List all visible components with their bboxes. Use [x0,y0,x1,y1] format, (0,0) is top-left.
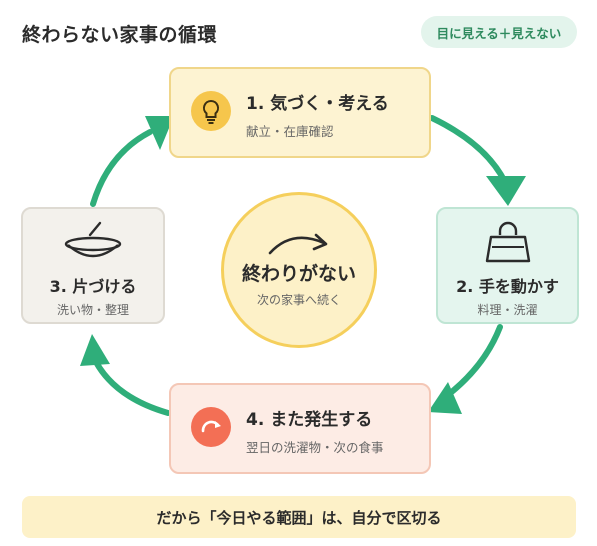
shopping-bag-icon [482,221,534,265]
arrowhead-3 [80,334,110,366]
arrow-1-to-2 [429,115,508,185]
step-2-card: 2. 手を動かす 料理・洗濯 [436,207,579,324]
step-1-label: 1. 気づく・考える [246,94,389,114]
step-1-card: 1. 気づく・考える 献立・在庫確認 [169,67,431,158]
arrowhead-4 [145,116,174,150]
step-4-label: 4. また発生する [246,410,373,430]
arrowhead-1 [486,176,526,206]
center-circle: 終わりがない 次の家事へ続く [221,192,377,348]
step-4-card: 4. また発生する 翌日の洗濯物・次の食事 [169,383,431,474]
footer-banner: だから「今日やる範囲」は、自分で区切る [22,496,576,538]
arrow-3-to-1 [90,129,153,207]
arrow-4-to-3 [93,359,171,416]
step-1-sub: 献立・在庫確認 [246,124,334,139]
step-2-sub: 料理・洗濯 [477,303,538,317]
lightbulb-icon [191,91,231,131]
step-4-sub: 翌日の洗濯物・次の食事 [246,440,384,455]
step-3-card: 3. 片づける 洗い物・整理 [21,207,165,324]
step-2-label: 2. 手を動かす [456,277,559,296]
center-label: 終わりがない [241,263,356,285]
page-title: 終わらない家事の循環 [22,24,218,46]
center-sub: 次の家事へ続く [256,293,341,307]
visibility-tag: 目に見える＋見えない [421,16,577,48]
step-3-sub: 洗い物・整理 [56,303,129,317]
arrowhead-2 [428,382,462,414]
refresh-icon [191,407,231,447]
dish-icon [60,217,126,263]
arrow-2-to-4 [441,324,503,401]
step-3-label: 3. 片づける [49,277,137,296]
curved-arrow-icon [262,225,342,259]
